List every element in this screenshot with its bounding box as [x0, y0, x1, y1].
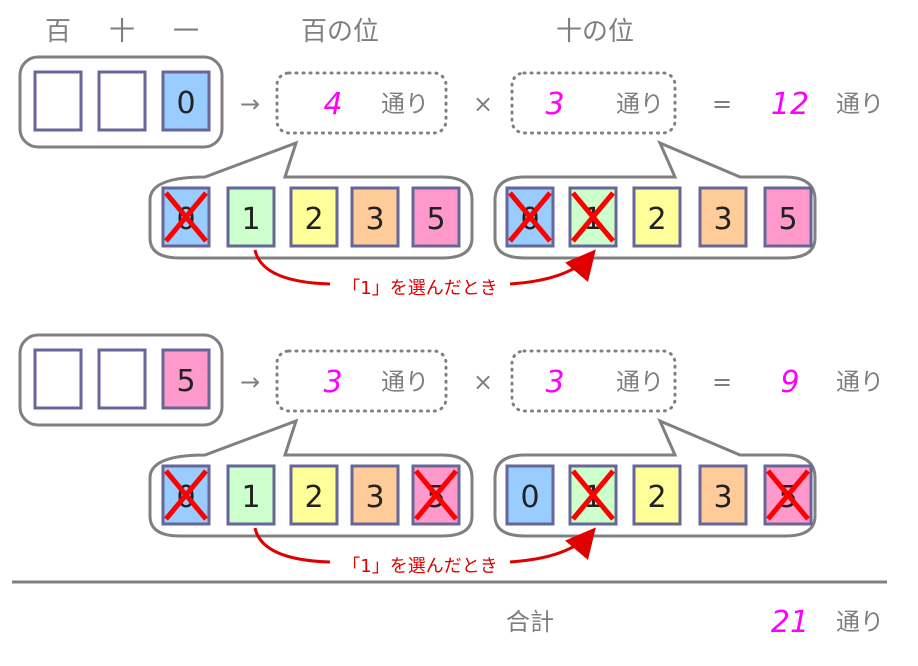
digit-text: 3: [713, 202, 732, 237]
hundreds-count-box: [275, 349, 448, 413]
tens-place-label: 十の位: [556, 17, 634, 47]
tens-option-card: [698, 186, 748, 248]
cross-mark-icon: [766, 469, 810, 521]
hundreds-option-card: [289, 186, 339, 248]
hundreds-option-card: [350, 464, 400, 526]
unit-label: 通り: [616, 90, 664, 118]
digit-text: 5: [426, 202, 445, 237]
cross-mark-icon: [571, 191, 615, 243]
tens-option-card: [632, 464, 682, 526]
tens-slot: [97, 70, 147, 132]
unit-label: 通り: [381, 368, 429, 396]
case-row-2: 5→3通り×3通り=9通り0123501235「1」を選んだとき: [18, 333, 884, 577]
hundreds-label: 百: [45, 17, 71, 47]
digit-text: 3: [365, 202, 384, 237]
selection-note: 「1」を選んだとき: [342, 556, 497, 577]
ones-slot: [161, 348, 211, 410]
hundreds-count: 4: [323, 87, 342, 122]
hundreds-option-card: [226, 186, 276, 248]
tens-label: 十: [109, 17, 135, 47]
equals-sign: =: [712, 368, 732, 396]
ones-label: 一: [173, 17, 199, 47]
hundreds-option-card: [411, 186, 461, 248]
header: 百 十 一 百の位 十の位: [45, 17, 634, 47]
unit-label: 通り: [616, 368, 664, 396]
arrow-icon: →: [240, 90, 260, 118]
tens-count: 3: [545, 365, 564, 400]
cross-mark-icon: [508, 191, 552, 243]
tens-option-card: [698, 464, 748, 526]
hundreds-count-box: [275, 71, 448, 135]
tens-count: 3: [545, 87, 564, 122]
digit-text: 2: [304, 202, 323, 237]
unit-label: 通り: [381, 90, 429, 118]
tens-slot: [97, 348, 147, 410]
digit-text: 5: [778, 202, 797, 237]
digit-text: 0: [176, 86, 195, 121]
cross-mark-icon: [414, 469, 458, 521]
result-count: 12: [771, 87, 809, 122]
digit-text: 0: [520, 480, 539, 515]
hundreds-option-card: [289, 464, 339, 526]
digit-text: 1: [241, 202, 260, 237]
hundreds-slot: [33, 70, 83, 132]
digit-text: 3: [365, 480, 384, 515]
cross-mark-icon: [164, 469, 208, 521]
hundreds-option-card: [350, 186, 400, 248]
digit-text: 5: [176, 364, 195, 399]
tens-count-box: [510, 349, 677, 413]
ones-slot: [161, 70, 211, 132]
total-unit: 通り: [836, 608, 884, 636]
result-count: 9: [780, 365, 799, 400]
times-sign: ×: [473, 368, 493, 396]
hundreds-count: 3: [323, 365, 342, 400]
digit-text: 2: [647, 480, 666, 515]
hundreds-place-label: 百の位: [301, 17, 379, 47]
tens-option-card: [632, 186, 682, 248]
hundreds-option-card: [226, 464, 276, 526]
hundreds-slot: [33, 348, 83, 410]
selection-arrow-icon: [509, 249, 596, 286]
digit-text: 2: [647, 202, 666, 237]
selection-connector: [253, 527, 331, 564]
digit-text: 1: [241, 480, 260, 515]
unit-label: 通り: [836, 368, 884, 396]
digit-text: 2: [304, 480, 323, 515]
tens-option-card: [763, 186, 813, 248]
case-row-1: 0→4通り×3通り=12通り0123501235「1」を選んだとき: [18, 55, 884, 299]
cross-mark-icon: [571, 469, 615, 521]
equals-sign: =: [712, 90, 732, 118]
tens-option-card: [505, 464, 555, 526]
arrow-icon: →: [240, 368, 260, 396]
selection-arrow-icon: [509, 527, 596, 564]
digit-text: 3: [713, 480, 732, 515]
total-label: 合計: [506, 608, 554, 636]
cross-mark-icon: [164, 191, 208, 243]
selection-note: 「1」を選んだとき: [342, 278, 497, 299]
times-sign: ×: [473, 90, 493, 118]
unit-label: 通り: [836, 90, 884, 118]
total-value: 21: [771, 605, 809, 640]
selection-connector: [253, 249, 331, 286]
tens-count-box: [510, 71, 677, 135]
